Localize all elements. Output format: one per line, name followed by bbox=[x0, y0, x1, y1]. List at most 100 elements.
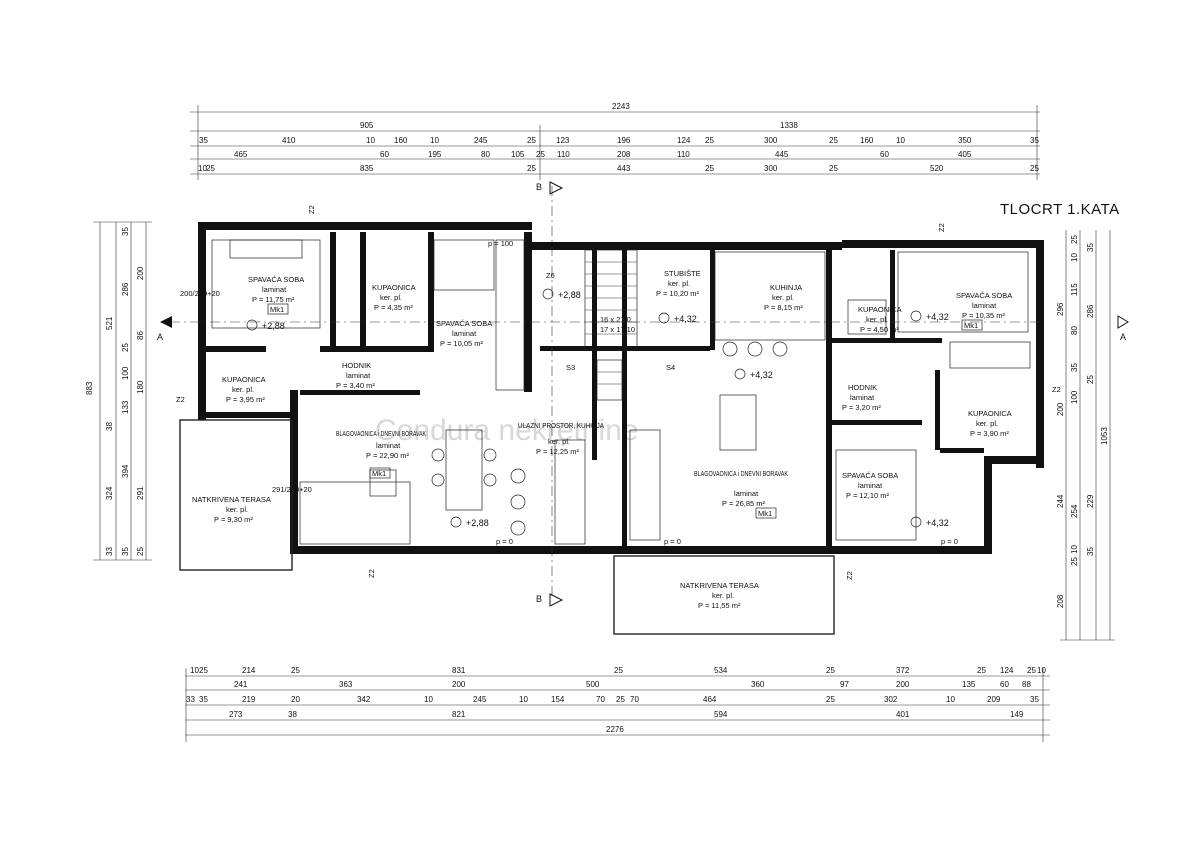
dim-t3: 465 bbox=[234, 150, 248, 159]
room-area: P = 11,55 m² bbox=[698, 601, 741, 610]
dim-b3: 342 bbox=[357, 695, 371, 704]
section-markers: A A B B bbox=[157, 181, 1129, 607]
opening-tag: 200/220+20 bbox=[180, 289, 220, 298]
dim-b4: 273 bbox=[229, 710, 243, 719]
level-mark: +4,32 bbox=[674, 314, 697, 324]
room-area: P = 11,75 m² bbox=[252, 295, 295, 304]
dim-b1: 534 bbox=[714, 666, 728, 675]
dim-top-overall: 2243 bbox=[612, 102, 630, 111]
section-a-left: A bbox=[157, 332, 163, 342]
dim-t3: 445 bbox=[775, 150, 789, 159]
dim-b3: 20 bbox=[291, 695, 300, 704]
dim-bottom-overall: 2276 bbox=[606, 725, 624, 734]
room-name: NATKRIVENA TERASA bbox=[192, 495, 271, 504]
room-floor: ker. pl. bbox=[380, 293, 402, 302]
dim-t4: 443 bbox=[617, 164, 631, 173]
room-floor: ker. pl. bbox=[226, 505, 248, 514]
door-tag: S3 bbox=[566, 363, 575, 372]
window-tag: Z2 bbox=[307, 205, 316, 214]
room-floor: ker. pl. bbox=[712, 591, 734, 600]
dim-b1: 25 bbox=[199, 666, 208, 675]
plan-title: TLOCRT 1.KATA bbox=[1000, 201, 1120, 218]
dim-r2: 254 bbox=[1070, 504, 1079, 518]
room-floor: laminat bbox=[346, 371, 371, 380]
room-name: SPAVAĆA SOBA bbox=[956, 291, 1012, 300]
room-labels: SPAVAĆA SOBA laminat P = 11,75 m² KUPAON… bbox=[192, 269, 1012, 610]
door-tag: S4 bbox=[666, 363, 675, 372]
room-name: HODNIK bbox=[848, 383, 877, 392]
dim-b1: 214 bbox=[242, 666, 256, 675]
dim-b1: 25 bbox=[291, 666, 300, 675]
room-floor: laminat bbox=[734, 489, 759, 498]
dim-l2: 25 bbox=[121, 343, 130, 352]
dim-t2: 300 bbox=[764, 136, 778, 145]
dim-t3: 105 bbox=[511, 150, 525, 159]
dim-b3: 10 bbox=[519, 695, 528, 704]
dim-b2: 360 bbox=[751, 680, 765, 689]
room-name: HODNIK bbox=[342, 361, 371, 370]
dim-t2: 10 bbox=[896, 136, 905, 145]
sill-tag: p = 0 bbox=[496, 537, 513, 546]
room-area: P = 3,20 m² bbox=[842, 403, 881, 412]
level-mark: +4,32 bbox=[926, 312, 949, 322]
dim-r2: 35 bbox=[1070, 363, 1079, 372]
dim-t2: 410 bbox=[282, 136, 296, 145]
dim-b3: 209 bbox=[987, 695, 1001, 704]
level-mark: +4,32 bbox=[750, 370, 773, 380]
dim-t3: 405 bbox=[958, 150, 972, 159]
dim-b3: 25 bbox=[826, 695, 835, 704]
dim-t3: 25 bbox=[536, 150, 545, 159]
dim-t2: 160 bbox=[860, 136, 874, 145]
dim-r2: 80 bbox=[1070, 326, 1079, 335]
dim-b1: 831 bbox=[452, 666, 466, 675]
dim-t2: 25 bbox=[527, 136, 536, 145]
dim-l1: 521 bbox=[105, 316, 114, 330]
dim-t2: 10 bbox=[366, 136, 375, 145]
room-name: KUPAONICA bbox=[372, 283, 416, 292]
dim-t2: 196 bbox=[617, 136, 631, 145]
room-name: STUBIŠTE bbox=[664, 269, 701, 278]
dim-b3: 10 bbox=[946, 695, 955, 704]
room-area: P = 10,35 m² bbox=[962, 311, 1006, 320]
room-area: P = 4,35 m² bbox=[374, 303, 413, 312]
dim-l1: 38 bbox=[105, 422, 114, 431]
material-tag: Mk1 bbox=[758, 509, 772, 518]
room-floor: ker. pl. bbox=[976, 419, 998, 428]
dim-top-right: 1338 bbox=[780, 121, 798, 130]
window-tag: Z2 bbox=[176, 395, 185, 404]
material-tag: Mk1 bbox=[372, 469, 386, 478]
dim-r3: 35 bbox=[1086, 547, 1095, 556]
room-area: P = 3,95 m² bbox=[226, 395, 265, 404]
dim-l2: 35 bbox=[121, 227, 130, 236]
dim-t4: 835 bbox=[360, 164, 374, 173]
room-name: NATKRIVENA TERASA bbox=[680, 581, 759, 590]
dim-b4: 594 bbox=[714, 710, 728, 719]
dim-r3: 35 bbox=[1086, 243, 1095, 252]
room-area: P = 10,05 m² bbox=[440, 339, 484, 348]
room-floor: ker. pl. bbox=[232, 385, 254, 394]
dim-b1: 124 bbox=[1000, 666, 1014, 675]
room-area: P = 10,20 m² bbox=[656, 289, 700, 298]
level-mark: +2,88 bbox=[262, 321, 285, 331]
dim-l3: 291 bbox=[136, 486, 145, 500]
room-floor: ker. pl. bbox=[866, 315, 888, 324]
dim-r3: 25 bbox=[1086, 375, 1095, 384]
dim-t3: 80 bbox=[481, 150, 490, 159]
dim-t3: 110 bbox=[557, 150, 570, 159]
room-area: P = 4,50 m² bbox=[860, 325, 899, 334]
dim-b4: 401 bbox=[896, 710, 910, 719]
dim-r1: 296 bbox=[1056, 302, 1065, 316]
level-mark: +2,88 bbox=[558, 290, 581, 300]
dim-b2: 97 bbox=[840, 680, 849, 689]
dim-t2: 25 bbox=[829, 136, 838, 145]
room-floor: ker. pl. bbox=[548, 437, 570, 446]
section-a-right: A bbox=[1120, 332, 1126, 342]
dim-b1: 25 bbox=[1027, 666, 1036, 675]
dim-t2: 124 bbox=[677, 136, 691, 145]
room-floor: laminat bbox=[850, 393, 875, 402]
dim-t2: 123 bbox=[556, 136, 570, 145]
dim-b1: 25 bbox=[977, 666, 986, 675]
dim-b4: 38 bbox=[288, 710, 297, 719]
dim-right-overall: 1053 bbox=[1100, 427, 1109, 445]
dim-b2: 363 bbox=[339, 680, 353, 689]
